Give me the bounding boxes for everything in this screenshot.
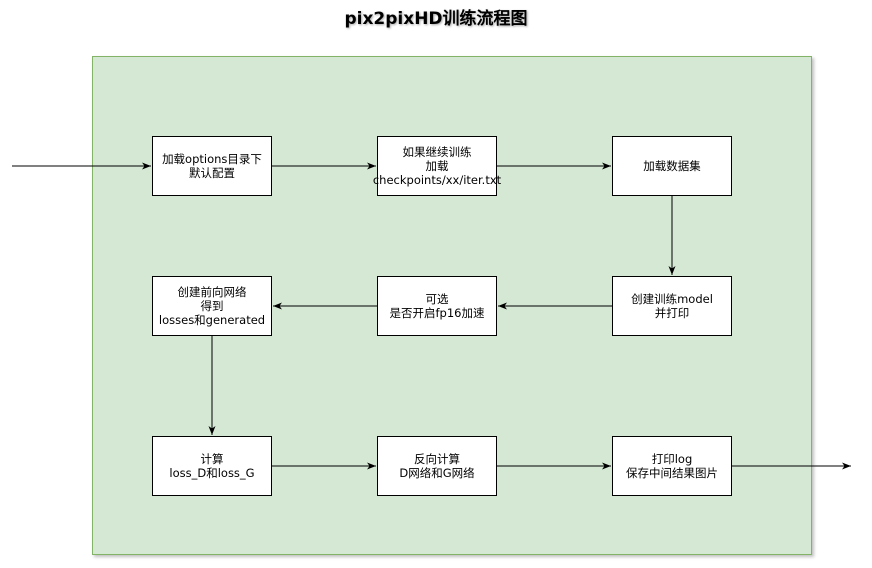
diagram-title: pix2pixHD训练流程图 [344,9,528,29]
node-text-line: 保存中间结果图片 [626,466,718,480]
node-text-line: loss_D和loss_G [169,466,255,480]
node-text-line: 创建训练model [631,292,713,306]
node-text-line: 并打印 [654,306,690,320]
node-text-line: 得到 [200,299,224,313]
node-text-line: losses和generated [158,313,266,327]
node-load-dataset: 加载数据集 [612,136,732,196]
node-text-line: 加载options目录下 [162,152,262,166]
node-text-line: 如果继续训练 [402,145,472,159]
node-load-options: 加载options目录下默认配置 [152,136,272,196]
node-text-line: 默认配置 [189,166,235,180]
node-text-line: 加载数据集 [643,159,701,173]
node-text-line: 打印log [651,452,693,466]
node-text-line: 可选 [425,292,449,306]
node-text-line: 计算 [200,452,224,466]
node-text-line: 加载 [425,159,449,173]
node-text-line: 是否开启fp16加速 [389,306,485,320]
node-text-line: 反向计算 [414,452,460,466]
node-text-line: checkpoints/xx/iter.txt [372,173,502,187]
node-text-line: D网络和G网络 [399,466,475,480]
node-fp16-option: 可选是否开启fp16加速 [377,276,497,336]
node-text-line: 创建前向网络 [177,285,247,299]
